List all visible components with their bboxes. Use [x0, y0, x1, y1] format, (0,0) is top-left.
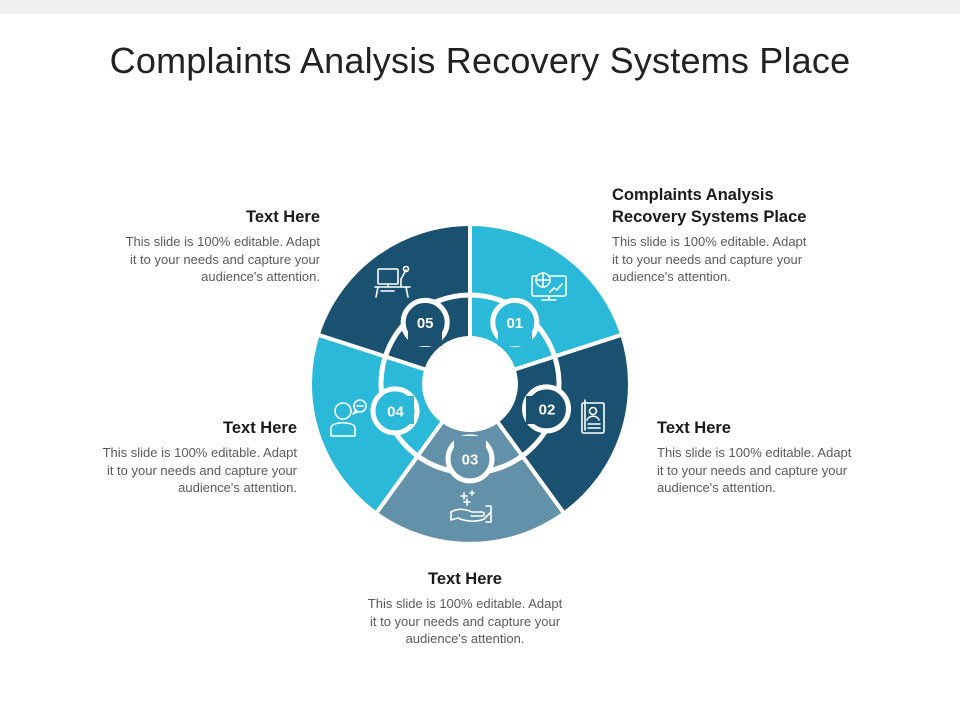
text-block-01-heading: Complaints Analysis Recovery Systems Pla… — [612, 184, 862, 228]
body-line: This slide is 100% editable. Adapt — [125, 234, 320, 249]
number-bubbles: 01 02 03 04 05 — [370, 297, 571, 484]
heading-line: Recovery Systems Place — [612, 208, 807, 226]
analytics-screen-icon — [531, 272, 567, 301]
body-line: audience's attention. — [201, 269, 320, 284]
text-block-04: Text Here This slide is 100% editable. A… — [60, 417, 297, 497]
body-line: audience's attention. — [405, 631, 525, 646]
top-bar — [0, 0, 960, 14]
bubble-01: 01 — [490, 297, 540, 347]
body-line: audience's attention. — [657, 480, 776, 495]
body-line: This slide is 100% editable. Adapt — [657, 445, 852, 460]
text-block-02: Text Here This slide is 100% editable. A… — [657, 417, 897, 497]
bubble-02: 02 — [522, 384, 571, 434]
text-block-04-body: This slide is 100% editable. Adapt it to… — [60, 444, 297, 497]
body-line: it to your needs and capture your — [129, 251, 320, 267]
text-block-03-heading: Text Here — [428, 570, 502, 588]
segment-number-05: 05 — [417, 315, 434, 332]
body-line: This slide is 100% editable. Adapt — [102, 445, 297, 460]
body-line: it to your needs and capture your — [612, 251, 803, 267]
body-line: audience's attention. — [612, 269, 731, 284]
body-line: it to your needs and capture your — [657, 462, 848, 478]
text-block-03: Text Here This slide is 100% editable. A… — [340, 568, 590, 648]
text-block-05: Text Here This slide is 100% editable. A… — [80, 206, 320, 286]
text-block-02-body: This slide is 100% editable. Adapt it to… — [657, 444, 897, 497]
heading-line: Complaints Analysis — [612, 186, 774, 204]
segment-number-04: 04 — [387, 404, 404, 421]
text-block-05-heading: Text Here — [246, 208, 320, 226]
center-hole — [424, 338, 516, 430]
certificate-document-icon — [581, 399, 605, 434]
chat-user-icon — [330, 399, 367, 437]
segment-number-01: 01 — [506, 315, 523, 332]
body-line: This slide is 100% editable. Adapt — [612, 234, 807, 249]
body-line: This slide is 100% editable. Adapt — [367, 596, 563, 611]
segment-number-03: 03 — [462, 452, 479, 469]
body-line: it to your needs and capture your — [369, 613, 561, 629]
bubble-03: 03 — [445, 434, 495, 484]
text-block-04-heading: Text Here — [223, 419, 297, 437]
bubble-05: 05 — [400, 297, 450, 347]
slide-title: Complaints Analysis Recovery Systems Pla… — [109, 40, 851, 81]
body-line: audience's attention. — [178, 480, 297, 495]
text-block-03-body: This slide is 100% editable. Adapt it to… — [340, 595, 590, 648]
text-block-01-body: This slide is 100% editable. Adapt it to… — [612, 233, 862, 286]
bubble-04: 04 — [370, 386, 420, 436]
text-block-05-body: This slide is 100% editable. Adapt it to… — [80, 233, 320, 286]
inner-ring-separators — [383, 294, 557, 458]
text-block-02-heading: Text Here — [657, 419, 731, 437]
computer-desk-icon — [374, 265, 411, 298]
hand-sparkle-icon — [450, 490, 492, 523]
text-block-01: Complaints Analysis Recovery Systems Pla… — [612, 184, 862, 286]
body-line: it to your needs and capture your — [106, 462, 297, 478]
segment-number-02: 02 — [539, 402, 556, 419]
